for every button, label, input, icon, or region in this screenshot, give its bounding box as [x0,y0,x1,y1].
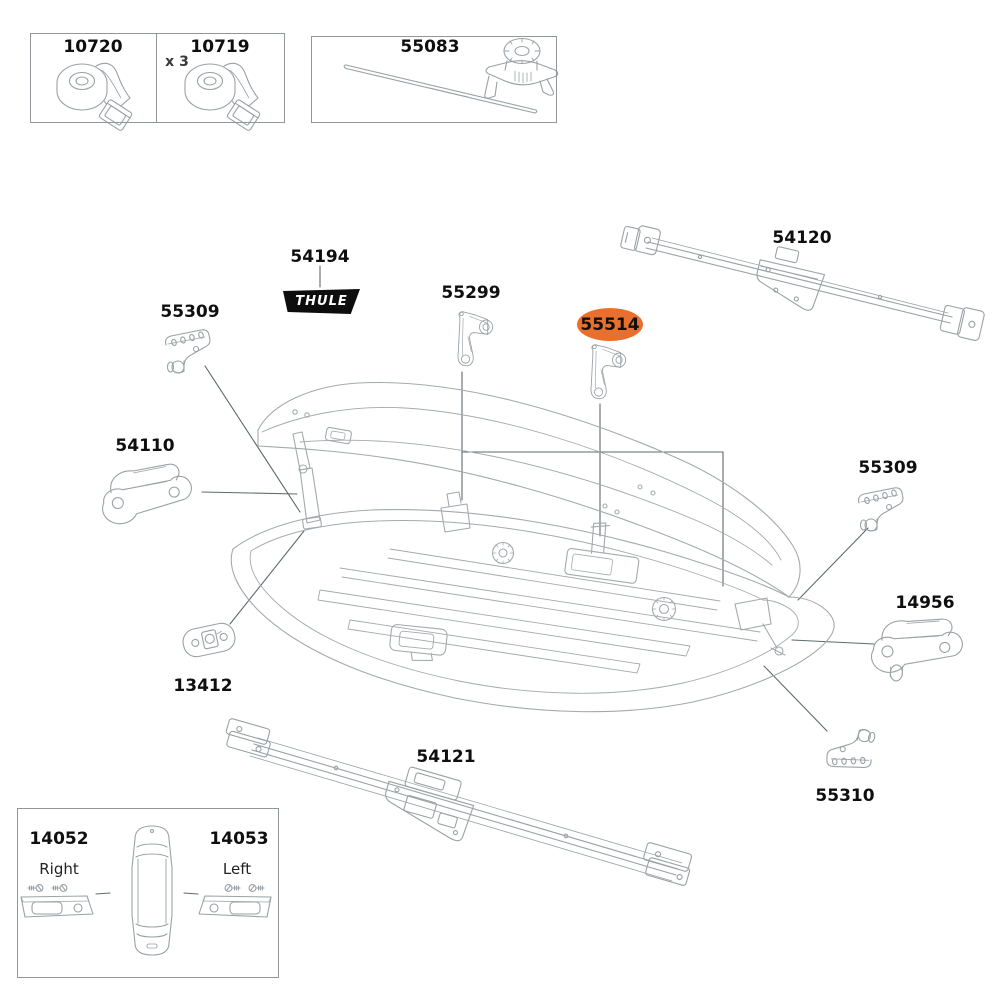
part-label-55309-left: 55309 [160,302,220,322]
clamp-center-drawing [564,522,640,584]
bracket-55514-icon [590,344,627,400]
clamp-icon-55083 [484,37,559,99]
rod-icon [343,64,538,114]
part-label-55514: 55514 [580,314,640,335]
highlighted-part-label-55514[interactable]: 55514 [577,308,643,341]
lifter-54110-icon [99,462,195,526]
hinge-stay-drawing [292,431,322,530]
clamp-right-drawing [734,597,786,656]
clamp-left-drawing [440,491,471,533]
side-label-right: Right [39,860,79,878]
part-label-13412: 13412 [173,676,233,696]
part-label-14956: 14956 [895,593,955,613]
part-label-10720: 10720 [63,37,123,57]
bar-54120-icon [620,225,985,341]
lifter-14956-icon [870,614,965,682]
bracket-55299-icon [457,311,494,367]
thule-logo-badge: THULE [283,289,360,314]
handle-drawing [389,624,448,661]
thule-logo-text: THULE [295,294,348,309]
bracket-55310-icon [824,722,879,776]
side-label-left: Left [222,860,252,878]
part-label-10719: 10719 [190,37,250,57]
part-label-14053: 14053 [209,829,269,849]
kit-box-straps [30,33,285,123]
leader-lines [95,265,875,895]
part-label-55310: 55310 [815,786,875,806]
roofbox-tray-drawing [230,431,835,713]
roofbox-lid-drawing [257,381,801,598]
part-label-54121: 54121 [416,747,476,767]
plate-13412-icon [182,622,236,658]
quantity-label-10719: x 3 [165,54,189,70]
part-label-54120: 54120 [772,228,832,248]
part-label-55299: 55299 [441,283,501,303]
part-label-14052: 14052 [29,829,89,849]
part-label-55083: 55083 [400,37,460,57]
box-top-view-icon [131,825,173,956]
kit-box-endcaps [17,808,279,978]
kit-box-divider [156,34,157,122]
part-label-55309-right: 55309 [858,458,918,478]
part-label-54194: 54194 [290,247,350,267]
part-label-54110: 54110 [115,436,175,456]
bracket-55309-right-icon [858,487,904,532]
kit-box-rod [311,36,557,123]
bracket-55309-left-icon [165,329,211,374]
bar-54121-icon [225,718,693,886]
